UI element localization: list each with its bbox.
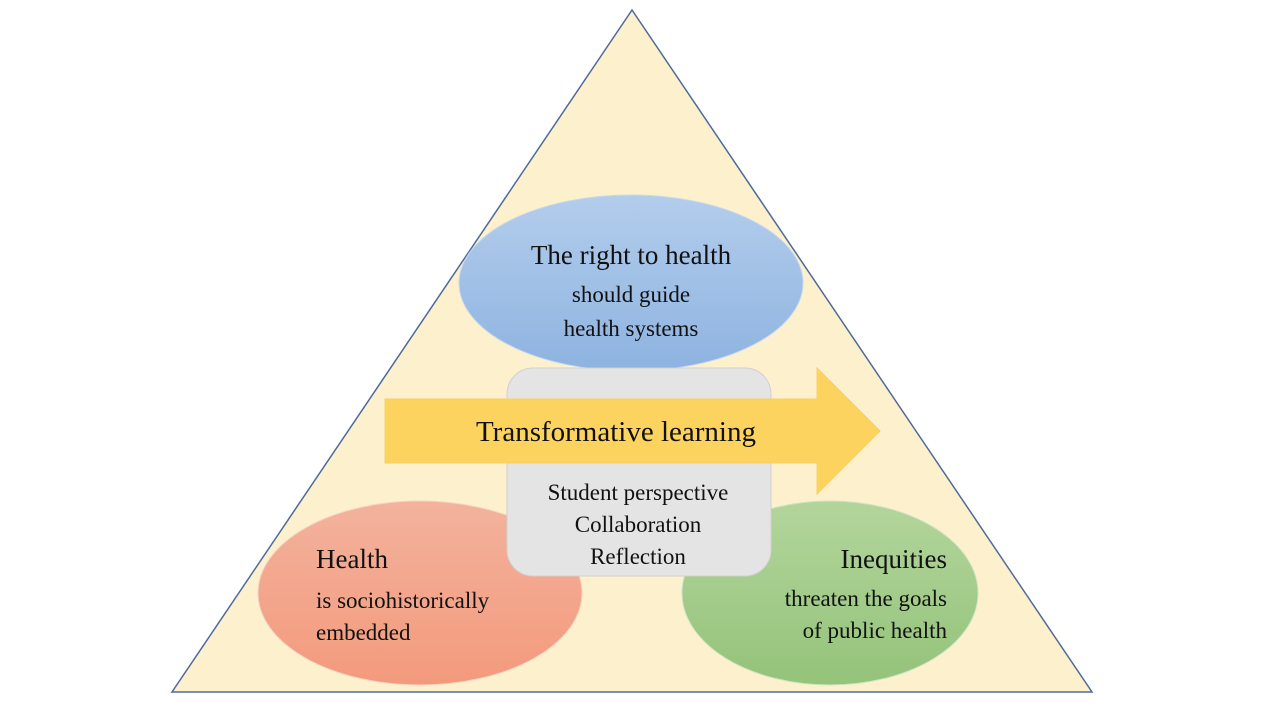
center-line1: Student perspective	[548, 480, 729, 505]
health-ellipse	[257, 500, 583, 686]
right-to-health-title: The right to health	[531, 240, 732, 270]
health-line1: is sociohistorically	[316, 588, 490, 613]
inequities-title: Inequities	[841, 544, 947, 574]
transformative-learning-arrow	[384, 366, 881, 496]
health-title: Health	[316, 544, 388, 574]
inequities-line2: of public health	[803, 618, 948, 643]
right-to-health-line2: health systems	[564, 316, 699, 341]
center-line2: Collaboration	[575, 512, 702, 537]
health-line2: embedded	[316, 620, 411, 645]
inequities-line1: threaten the goals	[785, 586, 947, 611]
center-line3: Reflection	[590, 544, 686, 569]
right-to-health-line1: should guide	[572, 282, 690, 307]
arrow-label: Transformative learning	[476, 416, 756, 448]
